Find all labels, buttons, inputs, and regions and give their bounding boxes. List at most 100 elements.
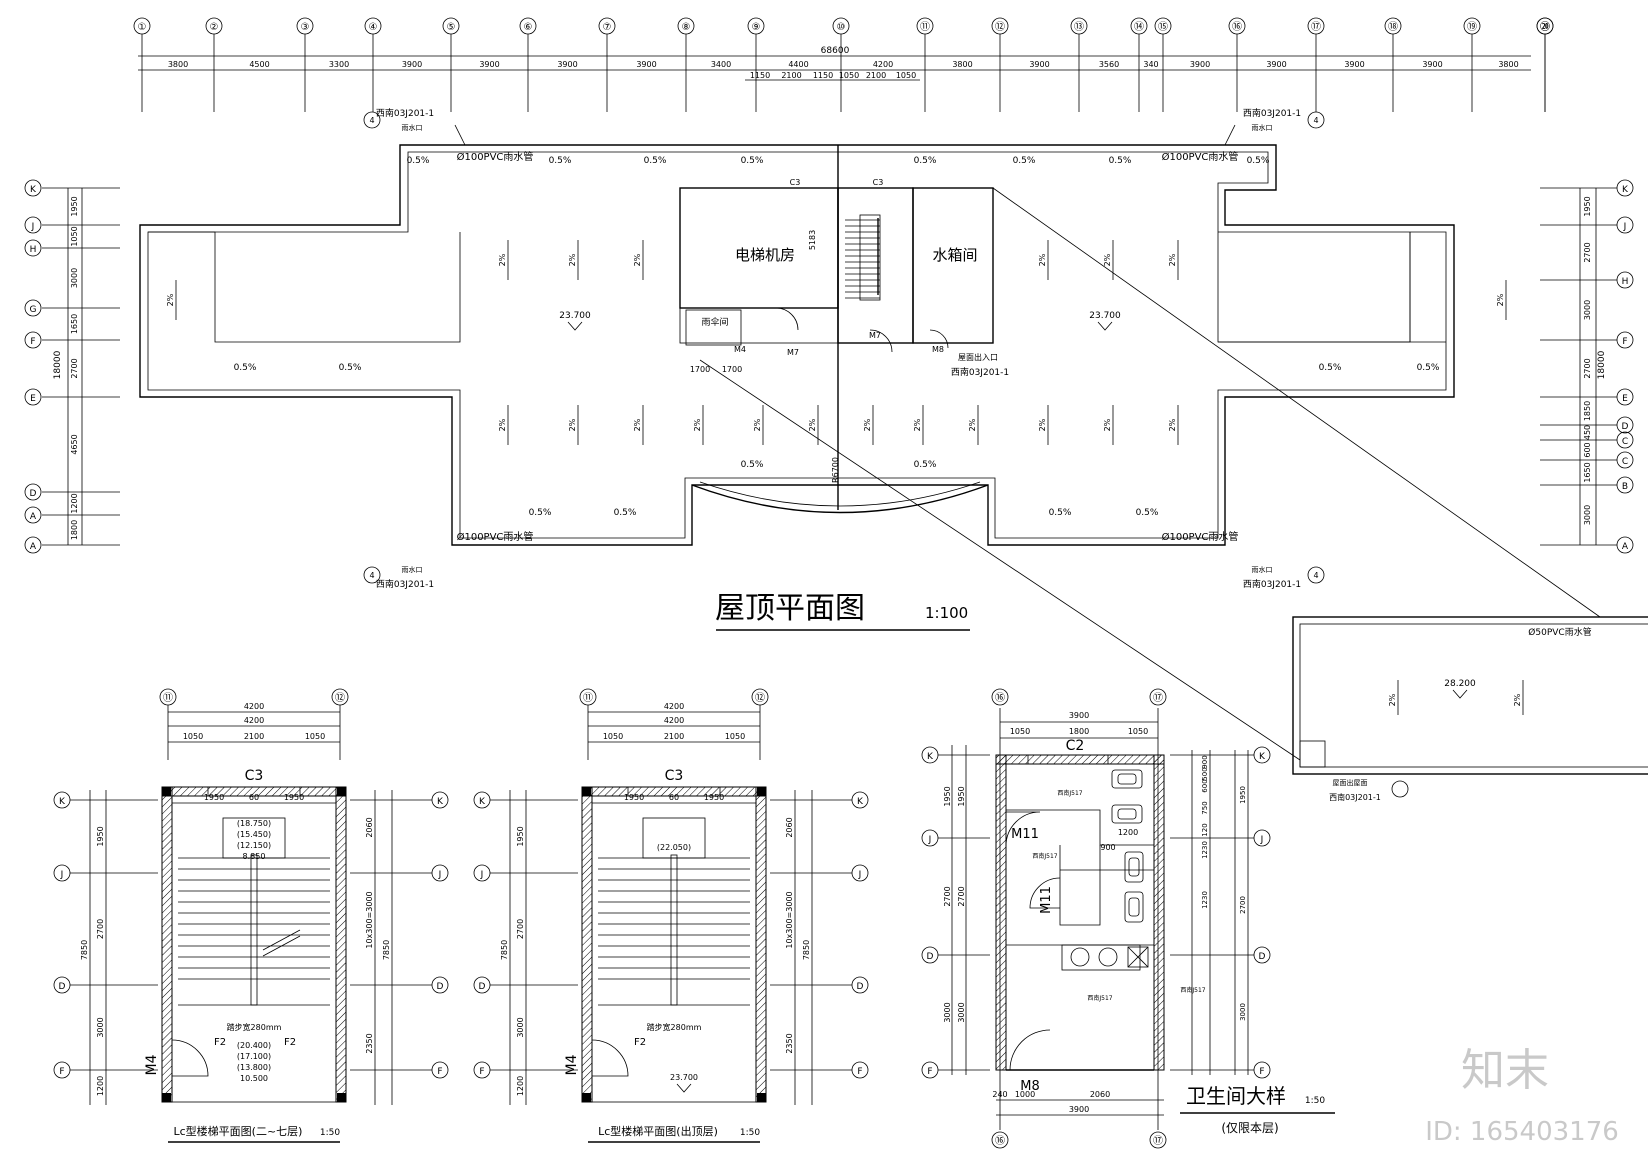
segment-dimension: 3560 [1099, 60, 1119, 69]
axis-bubble-left [24, 216, 42, 234]
stair-door: M4 [564, 1054, 580, 1075]
detail-pipe-label: Ø50PVC雨水管 [1528, 626, 1591, 638]
stair-side-label-right: J [438, 870, 442, 880]
left-dimension: 3000 [70, 268, 79, 288]
sub-dimension: 1050 [839, 71, 859, 80]
toilet-fixture-ref-b: 西南J517 [1087, 994, 1112, 1002]
stair-side-dim-right: 10x300=3000 [365, 891, 374, 948]
watermark-id: ID: 165403176 [1425, 1117, 1619, 1147]
axis-label-right: D [1622, 422, 1629, 432]
toilet-side-dim: 2700 [943, 886, 952, 906]
left-dimension: 1050 [70, 226, 79, 246]
axis-label-left: F [30, 337, 35, 347]
axis-bubble-left [24, 331, 42, 349]
axis-label-right: J [1623, 222, 1627, 232]
left-dimension: 2700 [70, 358, 79, 378]
right-total-dimension: 18000 [1597, 350, 1607, 379]
stair-label-f: F2 [634, 1037, 646, 1048]
axis-label-top: ⑧ [682, 22, 691, 33]
toilet-dim-1050a: 1050 [1010, 727, 1030, 736]
slope-label-2: 2% [498, 418, 507, 431]
toilet-side-dim: 1950 [957, 786, 966, 806]
axis-label-top: ⑨ [752, 22, 761, 33]
axis-bubble-top [519, 17, 537, 35]
toilet-side-dim: 2700 [957, 886, 966, 906]
detail-reference: 西南03J201-1 [1243, 107, 1301, 119]
axis-label-right: B [1622, 482, 1628, 492]
toilet-dim-1200: 1200 [1118, 828, 1138, 837]
axis-label-left: K [30, 185, 37, 195]
axis-bubble-left [24, 483, 42, 501]
stair-door: M4 [144, 1054, 160, 1075]
toilet-caption: 卫生间大样 [1186, 1084, 1286, 1108]
slope-label: 0.5% [741, 156, 764, 166]
toilet-dim-1800: 1800 [1069, 727, 1089, 736]
stair-inner-dim: 60 [669, 793, 679, 802]
toilet-side-dim-right: 900 [1201, 755, 1209, 768]
segment-dimension: 3900 [636, 60, 656, 69]
slope-label-2: 2% [1168, 418, 1177, 431]
axis-bubble-left [24, 239, 42, 257]
detail-note: 屋面出屋面 [1333, 778, 1368, 787]
stair-elevation-bottom: (17.100) [237, 1052, 271, 1061]
segment-dimension: 3900 [557, 60, 577, 69]
sub-dimension: 2100 [781, 71, 801, 80]
stair-window: C3 [665, 768, 684, 784]
segment-dimension: 3900 [1344, 60, 1364, 69]
detail-reference: 西南03J201-1 [1243, 578, 1301, 590]
axis-bubble-top [1228, 17, 1246, 35]
slope-label: 0.5% [407, 156, 430, 166]
stair-inner-dim: 1950 [624, 793, 644, 802]
axis-bubble-top [1463, 17, 1481, 35]
slope-label: 0.5% [1049, 508, 1072, 518]
stair-dim: 4200 [244, 716, 264, 725]
axis-bubble-top [296, 17, 314, 35]
left-dimension: 1800 [70, 520, 79, 540]
stair-side-dim: 1200 [516, 1076, 525, 1096]
stair-side-dim: 1950 [96, 826, 105, 846]
slope-label: 0.5% [339, 363, 362, 373]
slope-label: 0.5% [614, 508, 637, 518]
stair-side-label-right: F [437, 1067, 442, 1077]
stair-dim: 4200 [664, 702, 684, 711]
downpipe-label: Ø100PVC雨水管 [457, 150, 534, 163]
stair-side-label: F [479, 1067, 484, 1077]
slope-label-2: 2% [568, 418, 577, 431]
stair-side-total: 7850 [500, 940, 509, 960]
toilet-side-label-right: F [1259, 1067, 1264, 1077]
axis-label-top: ⑫ [995, 21, 1005, 33]
stair-side-dim-right: 2060 [365, 817, 374, 837]
slope-label: 0.5% [644, 156, 667, 166]
right-dimension: 3000 [1583, 505, 1592, 525]
drain-label: 雨水口 [1252, 565, 1273, 574]
axis-label-top: ㉑ [1540, 21, 1550, 33]
stair-elevation-top: (22.050) [657, 843, 691, 852]
stair-side-label: K [59, 797, 66, 807]
toilet-fixture-ref-a: 西南J517 [1057, 789, 1082, 797]
detail-ref-bubble [1307, 111, 1325, 129]
stair-side-label: J [480, 870, 484, 880]
toilet-sub-caption: (仅限本层) [1221, 1121, 1278, 1135]
detail-ref-number: 4 [1313, 116, 1318, 125]
right-dimension: 1950 [1583, 196, 1592, 216]
right-dimension: 3000 [1583, 300, 1592, 320]
total-dimension: 68600 [821, 46, 850, 56]
stair-core [837, 187, 914, 344]
stair-step-note: 踏步宽280mm [227, 1022, 282, 1032]
slope-label-2: 2% [1103, 253, 1112, 266]
left-dimension: 1200 [70, 493, 79, 513]
toilet-side-label: F [927, 1067, 932, 1077]
axis-label-left: A [30, 512, 37, 522]
stair-elevation-bottom: (13.800) [237, 1063, 271, 1072]
elevator-room-label: 电梯机房 [735, 246, 795, 264]
stair-side-dim-right: 2350 [785, 1033, 794, 1053]
axis-bubble-top [364, 17, 382, 35]
left-total-dimension: 18000 [53, 350, 63, 379]
axis-bubble-top [133, 17, 151, 35]
small-room-label: 雨伞间 [701, 316, 728, 328]
slope-label-2: 2% [808, 418, 817, 431]
door-m7-right: M7 [869, 331, 881, 340]
detail-reference: 西南03J201-1 [376, 107, 434, 119]
toilet-side-label: K [927, 752, 934, 762]
